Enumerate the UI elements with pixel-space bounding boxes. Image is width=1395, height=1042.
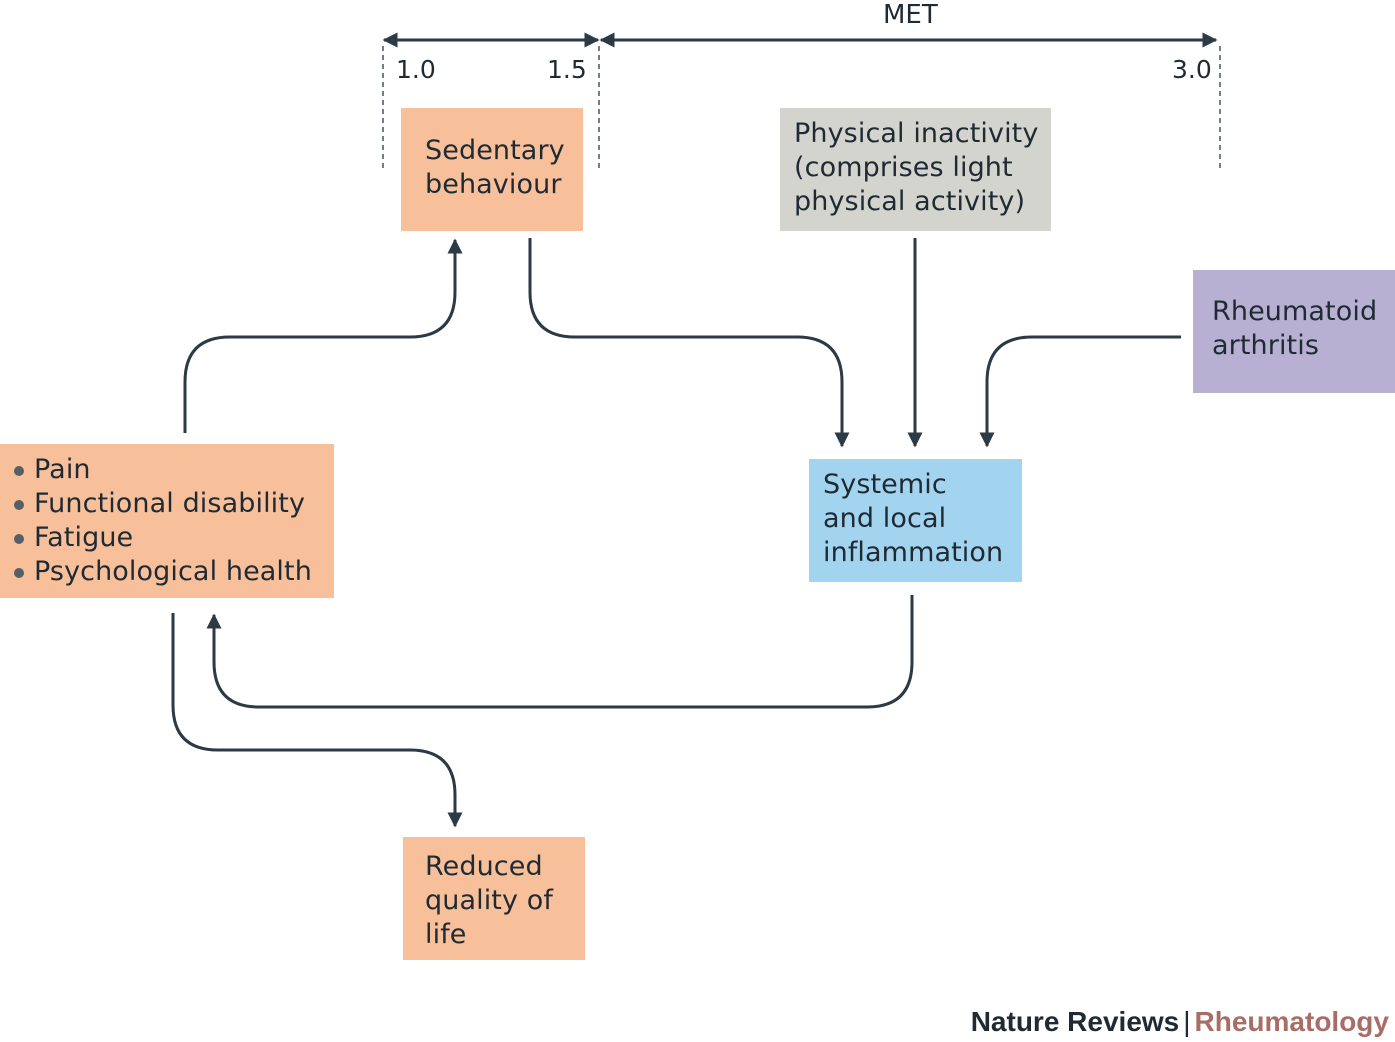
symptom-label: Psychological health [34, 556, 312, 587]
inflammation-box: Systemic and local inflammation [809, 459, 1022, 582]
box-line: Physical inactivity [794, 118, 1039, 149]
box-line: behaviour [425, 169, 562, 200]
box-line: arthritis [1212, 330, 1320, 361]
list-item: Psychological health [12, 555, 334, 589]
met-tick-1-5: 1.5 [547, 55, 587, 84]
sedentary-behaviour-box: Sedentary behaviour [401, 108, 583, 231]
symptom-label: Fatigue [34, 522, 134, 553]
bullet-icon [14, 534, 24, 544]
journal-name: Nature Reviews [970, 1006, 1180, 1037]
box-line: Sedentary [425, 135, 565, 166]
arrow-inflammation-to-symptoms [206, 595, 914, 709]
arrow-sedentary-to-inflammation [528, 238, 850, 448]
arrow-symptoms-to-qol [171, 613, 463, 828]
box-line: inflammation [823, 537, 1004, 568]
box-line: physical activity) [794, 186, 1026, 217]
ra-box-bg [1193, 270, 1395, 393]
symptom-label: Functional disability [34, 488, 306, 519]
box-line: and local [823, 503, 947, 534]
list-item: Pain [12, 453, 334, 487]
box-line: quality of [425, 885, 553, 916]
box-line: Reduced [425, 851, 543, 882]
rheumatoid-arthritis-box: Rheumatoid arthritis [1193, 270, 1395, 393]
met-scale-label: MET [883, 0, 938, 30]
box-line: life [425, 919, 467, 950]
journal-subject: Rheumatology [1194, 1006, 1389, 1037]
qol-box-bg [403, 837, 585, 960]
list-item: Fatigue [12, 521, 334, 555]
symptoms-box: Pain Functional disability Fatigue Psych… [0, 444, 334, 598]
box-line: Rheumatoid [1212, 296, 1378, 327]
inflammation-box-bg [809, 459, 1022, 582]
bullet-icon [14, 466, 24, 476]
bullet-icon [14, 500, 24, 510]
sedentary-box-bg [401, 108, 583, 231]
inactivity-box-bg [780, 108, 1051, 231]
journal-credit: Nature Reviews|Rheumatology [971, 1005, 1389, 1039]
box-line: (comprises light [794, 152, 1013, 183]
symptoms-box-bg [0, 444, 334, 598]
physical-inactivity-box: Physical inactivity (comprises light phy… [780, 108, 1051, 231]
box-line: Systemic [823, 469, 947, 500]
credit-separator: | [1183, 1006, 1191, 1037]
arrow-symptoms-to-sedentary [183, 238, 463, 433]
symptoms-list: Pain Functional disability Fatigue Psych… [12, 453, 334, 589]
symptom-label: Pain [34, 454, 91, 485]
reduced-quality-of-life-box: Reduced quality of life [403, 837, 585, 960]
met-tick-1-0: 1.0 [396, 55, 436, 84]
met-tick-3-0: 3.0 [1172, 55, 1212, 84]
bullet-icon [14, 568, 24, 578]
list-item: Functional disability [12, 487, 334, 521]
arrow-ra-to-inflammation [979, 335, 1181, 448]
